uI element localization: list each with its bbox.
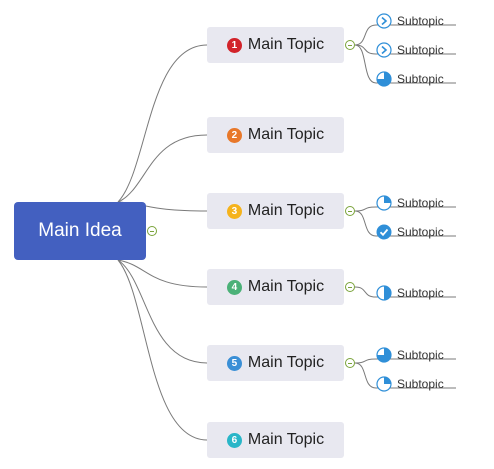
priority-1-icon: 1 [226,37,242,53]
connector-main-to-topic-2 [117,134,208,203]
subtopic-label: Subtopic [397,286,444,300]
priority-3-icon: 3 [226,203,242,219]
connector-main-to-topic-5 [117,259,208,364]
main-topic-1[interactable]: 1 Main Topic [207,27,344,63]
connector-topic-5-sub-2 [354,362,456,389]
subtopic-label: Subtopic [397,196,444,210]
subtopic-label: Subtopic [397,43,444,57]
subtopic-label: Subtopic [397,14,444,28]
subtopic[interactable]: Subtopic [376,374,444,394]
main-topic-label: Main Topic [247,36,325,53]
subtopic[interactable]: Subtopic [376,69,444,89]
main-idea-node[interactable]: Main Idea [14,202,146,260]
main-topic-label: Main Topic [247,126,325,143]
progress-25-icon [376,195,392,211]
connector-main-to-topic-1 [117,44,208,203]
subtopic-label: Subtopic [397,225,444,239]
subtopic[interactable]: Subtopic [376,193,444,213]
connector-topic-5-sub-1 [354,358,456,364]
subtopic[interactable]: Subtopic [376,11,444,31]
main-idea-collapse-toggle[interactable] [147,226,157,236]
progress-75-icon [376,71,392,87]
connector-topic-4-sub-1 [354,286,456,298]
topic-1-collapse-toggle[interactable] [345,40,355,50]
main-topic-label: Main Topic [247,354,325,371]
main-topic-6[interactable]: 6 Main Topic [207,422,344,458]
priority-5-icon: 5 [226,355,242,371]
topic-4-collapse-toggle[interactable] [345,282,355,292]
connector-topic-1-sub-1 [354,24,456,46]
connector-topic-3-sub-2 [354,210,456,237]
main-topic-2[interactable]: 2 Main Topic [207,117,344,153]
main-topic-4[interactable]: 4 Main Topic [207,269,344,305]
subtopic-label: Subtopic [397,377,444,391]
main-topic-label: Main Topic [247,431,325,448]
connector-main-to-topic-4 [117,259,208,288]
main-topic-label: Main Topic [247,278,325,295]
connector-topic-1-sub-3 [354,44,456,84]
chevron-right-icon [376,13,392,29]
subtopic-label: Subtopic [397,348,444,362]
main-topic-5[interactable]: 5 Main Topic [207,345,344,381]
subtopic[interactable]: Subtopic [376,283,444,303]
connector-topic-1-sub-2 [354,44,456,55]
main-topic-label: Main Topic [247,202,325,219]
progress-25-icon [376,376,392,392]
topic-5-collapse-toggle[interactable] [345,358,355,368]
chevron-right-icon [376,42,392,58]
progress-50-icon [376,285,392,301]
priority-2-icon: 2 [226,127,242,143]
priority-4-icon: 4 [226,279,242,295]
topic-3-collapse-toggle[interactable] [345,206,355,216]
subtopic[interactable]: Subtopic [376,40,444,60]
connector-main-to-topic-6 [117,259,208,441]
subtopic[interactable]: Subtopic [376,345,444,365]
connector-topic-3-sub-1 [354,206,456,212]
main-topic-3[interactable]: 3 Main Topic [207,193,344,229]
priority-6-icon: 6 [226,432,242,448]
subtopic-label: Subtopic [397,72,444,86]
subtopic[interactable]: Subtopic [376,222,444,242]
progress-75-icon [376,347,392,363]
check-complete-icon [376,224,392,240]
main-idea-label: Main Idea [38,220,122,241]
